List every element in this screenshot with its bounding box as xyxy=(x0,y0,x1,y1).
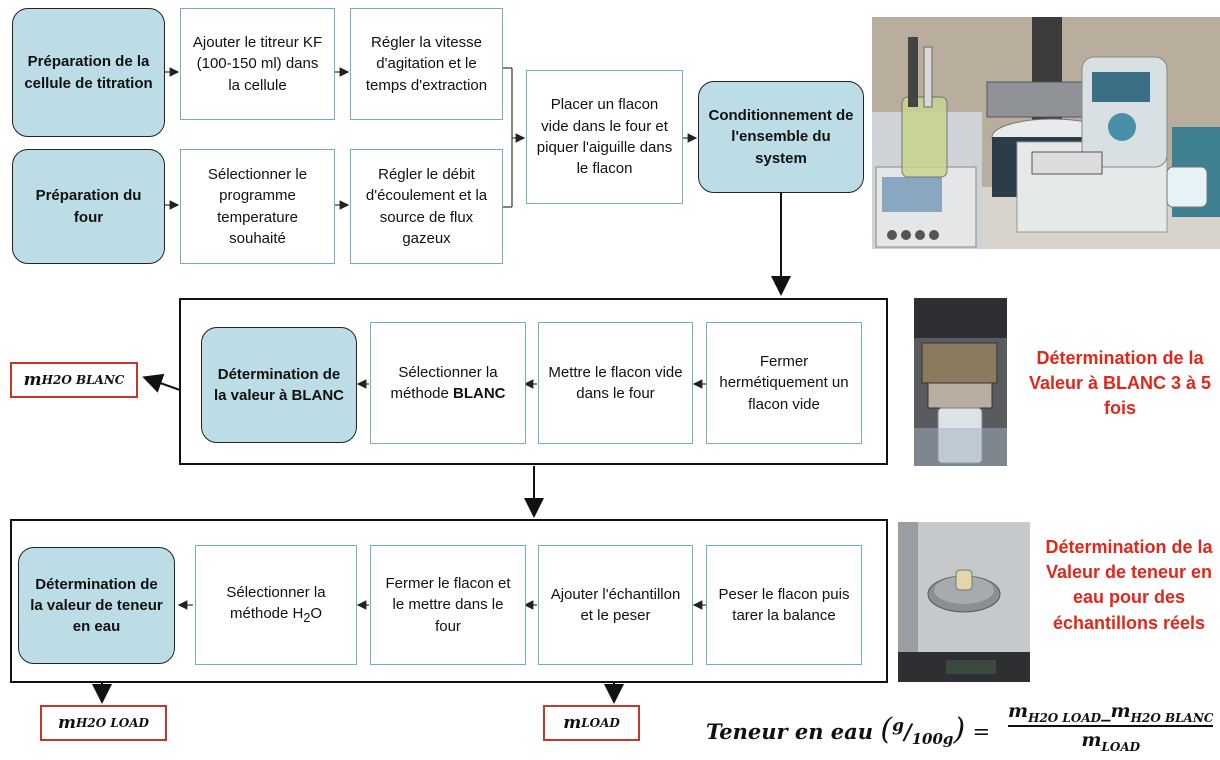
add-titrant-label: Ajouter le titreur KF (100-150 ml) dans … xyxy=(192,34,323,94)
put-vial-label: Mettre le flacon vide dans le four xyxy=(548,363,683,402)
titrator-photo xyxy=(872,17,1220,249)
select-blank-method-label: Sélectionner la méthode BLANC xyxy=(390,363,506,402)
water-content-formula: Teneur en eau (g/100g) = mH2O LOAD_mH2O … xyxy=(706,696,1220,758)
blank-note: Détermination de la Valeur à BLANC 3 à 5… xyxy=(1028,348,1212,419)
set-flow-box: Régler le débit d'écoulement et la sourc… xyxy=(350,149,503,264)
water-note: Détermination de la Valeur de teneur en … xyxy=(1045,537,1213,633)
set-speed-box: Régler la vitesse d'agitation et le temp… xyxy=(350,8,503,120)
blank-determination-label: Détermination de la valeur à BLANC xyxy=(213,365,345,404)
close-vial-label: Fermer hermétiquement un flacon vide xyxy=(719,353,849,413)
prep-cell-box: Préparation de la cellule de titration xyxy=(12,8,165,137)
balance-illustration xyxy=(898,522,1030,682)
close-vial-box: Fermer hermétiquement un flacon vide xyxy=(706,322,862,444)
add-sample-label: Ajouter l'échantillon et le peser xyxy=(550,585,681,624)
water-determination-box: Détermination de la valeur de teneur en … xyxy=(18,547,175,664)
set-speed-label: Régler la vitesse d'agitation et le temp… xyxy=(365,34,488,94)
prep-cell-label: Préparation de la cellule de titration xyxy=(24,53,153,92)
add-sample-box: Ajouter l'échantillon et le peser xyxy=(538,545,693,665)
conditioning-label: Conditionnement de l'ensemble du system xyxy=(708,107,854,167)
prep-oven-box: Préparation du four xyxy=(12,149,165,264)
conditioning-box: Conditionnement de l'ensemble du system xyxy=(698,81,864,193)
close-put-label: Fermer le flacon et le mettre dans le fo… xyxy=(385,575,511,635)
water-frame xyxy=(10,519,888,683)
blank-determination-box: Détermination de la valeur à BLANC xyxy=(201,327,357,443)
prep-oven-label: Préparation du four xyxy=(35,187,142,226)
formula-denominator: mLOAD xyxy=(1008,724,1214,754)
place-vial-label: Placer un flacon vide dans le four et pi… xyxy=(536,96,673,178)
weigh-vial-box: Peser le flacon puis tarer la balance xyxy=(706,545,862,665)
formula-fraction: mH2O LOAD_mH2O BLANC mLOAD xyxy=(1008,700,1214,754)
select-h2o-method-label: Sélectionner la méthode H2O xyxy=(226,583,326,626)
vial-photo xyxy=(914,298,1007,466)
select-blank-method-box: Sélectionner la méthode BLANC xyxy=(370,322,526,444)
close-put-box: Fermer le flacon et le mettre dans le fo… xyxy=(370,545,526,665)
blank-frame xyxy=(179,298,888,465)
weigh-vial-label: Peser le flacon puis tarer la balance xyxy=(718,585,850,624)
formula-numerator: mH2O LOAD_mH2O BLANC xyxy=(1008,700,1214,725)
water-determination-label: Détermination de la valeur de teneur en … xyxy=(30,575,163,636)
set-flow-label: Régler le débit d'écoulement et la sourc… xyxy=(365,165,488,247)
select-program-box: Sélectionner le programme temperature so… xyxy=(180,149,335,264)
titrator-illustration xyxy=(872,17,1220,249)
balance-photo xyxy=(898,522,1030,682)
add-titrant-box: Ajouter le titreur KF (100-150 ml) dans … xyxy=(180,8,335,120)
select-program-label: Sélectionner le programme temperature so… xyxy=(207,165,308,247)
select-h2o-method-box: Sélectionner la méthode H2O xyxy=(195,545,357,665)
formula-lhs: Teneur en eau (g/100g) = xyxy=(706,712,991,749)
vial-illustration xyxy=(914,298,1007,466)
place-vial-box: Placer un flacon vide dans le four et pi… xyxy=(526,70,683,204)
put-vial-box: Mettre le flacon vide dans le four xyxy=(538,322,693,444)
